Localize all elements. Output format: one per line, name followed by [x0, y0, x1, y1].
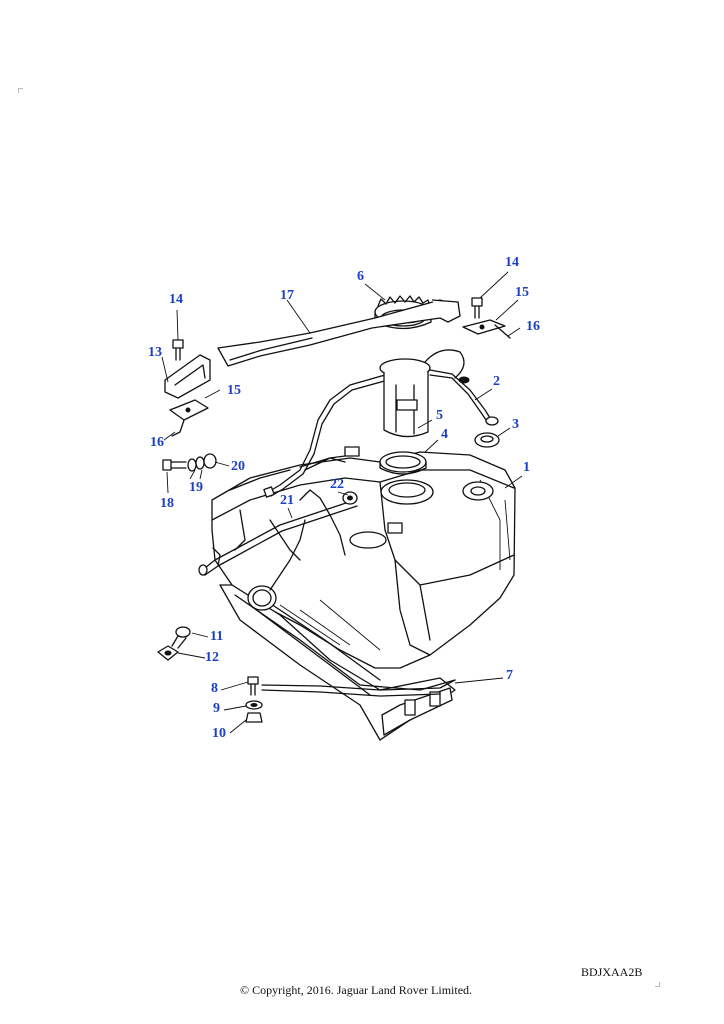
support-strap [217, 299, 461, 367]
callout-2: 2 [493, 374, 500, 389]
callout-7: 7 [506, 668, 513, 683]
breather-pipe [198, 499, 358, 576]
callout-14-right: 14 [505, 255, 519, 270]
screw-11 [171, 626, 191, 649]
callout-3: 3 [512, 417, 519, 432]
callout-16-right: 16 [526, 319, 540, 334]
callout-13: 13 [148, 345, 162, 360]
callout-11: 11 [210, 629, 224, 644]
left-clip [169, 399, 209, 437]
callout-20: 20 [231, 459, 245, 474]
callout-10: 10 [212, 726, 226, 741]
callout-5: 5 [436, 408, 443, 423]
callout-22: 22 [330, 477, 344, 492]
callout-19: 19 [189, 480, 203, 495]
pump-seals [379, 451, 427, 475]
callout-15-right: 15 [515, 285, 529, 300]
nut-10 [245, 712, 263, 723]
clip-nut-12 [157, 645, 179, 661]
callout-6: 6 [357, 269, 364, 284]
crop-mark-bottom-right [655, 982, 660, 987]
strap-7 [261, 679, 456, 697]
leader-lines [161, 271, 523, 734]
callout-14-left: 14 [169, 292, 183, 307]
grommet [474, 432, 500, 448]
washer-9 [245, 700, 263, 710]
callout-4: 4 [441, 427, 448, 442]
left-bracket [164, 354, 211, 399]
illustration-reference-code: BDJXAA2B [581, 965, 643, 979]
right-clip [462, 319, 511, 339]
callout-15-left: 15 [227, 383, 241, 398]
callout-1: 1 [523, 460, 530, 475]
bolt-8 [247, 676, 259, 696]
bolt-right-14 [471, 297, 483, 319]
callout-9: 9 [213, 701, 220, 716]
callout-16-left: 16 [150, 435, 164, 450]
bolt-left-14 [172, 339, 184, 361]
fastener-set [162, 453, 217, 472]
crop-mark-top-left [18, 88, 23, 93]
pump-harness [263, 374, 389, 591]
callout-17: 17 [280, 288, 294, 303]
fuel-pump-unit [299, 349, 499, 468]
copyright-notice: © Copyright, 2016. Jaguar Land Rover Lim… [239, 983, 473, 997]
callout-12: 12 [205, 650, 219, 665]
callout-18: 18 [160, 496, 174, 511]
callout-8: 8 [211, 681, 218, 696]
callout-21: 21 [280, 493, 294, 508]
fuel-tank [211, 451, 516, 741]
